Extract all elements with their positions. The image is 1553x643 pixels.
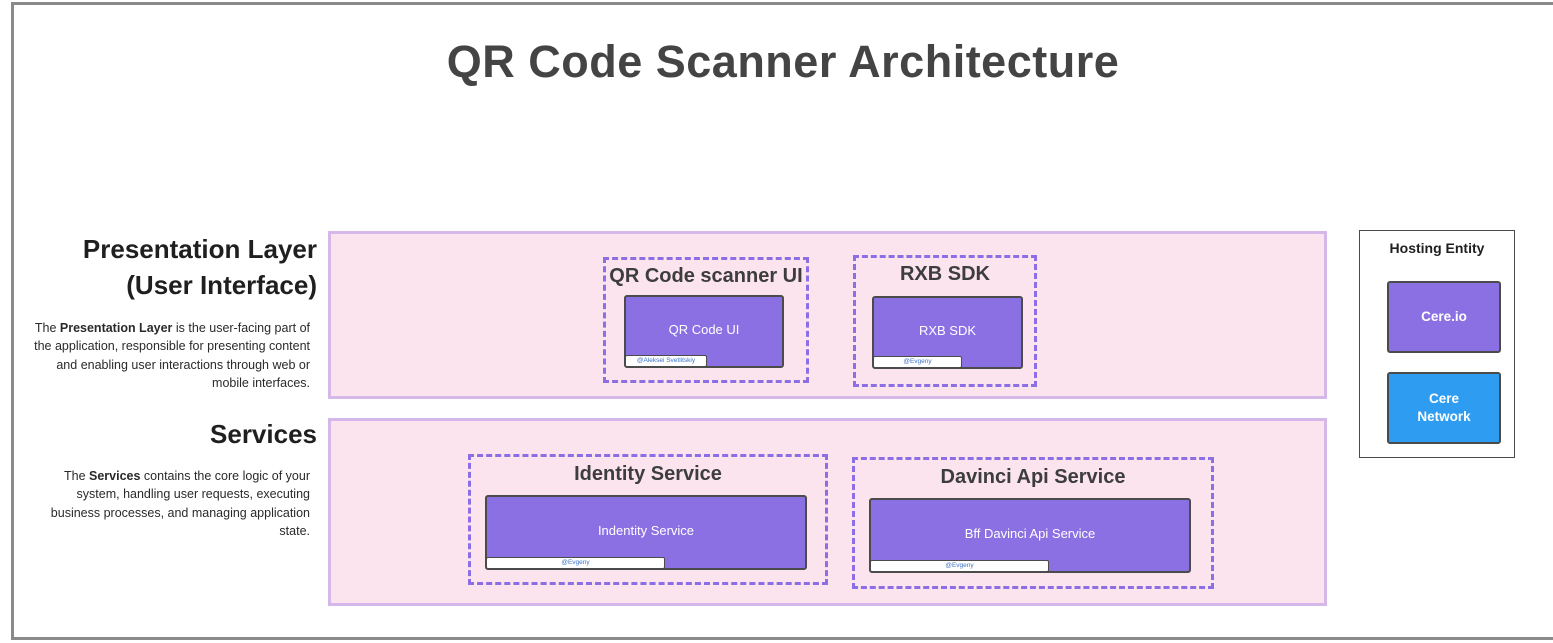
- hosting-entity-legend: Hosting Entity Cere.io Cere Network: [1359, 230, 1515, 458]
- owner-tag-identity-service: @Evgeny: [486, 557, 665, 569]
- diagram-title: QR Code Scanner Architecture: [446, 36, 1120, 87]
- component-label-qr-code-ui: QR Code UI: [668, 322, 740, 337]
- component-bff-davinci-api-service: Bff Davinci Api Service @Evgeny: [869, 498, 1191, 573]
- group-title-davinci-api-service: Davinci Api Service: [940, 466, 1126, 488]
- component-label-bff-davinci-api-service: Bff Davinci Api Service: [964, 526, 1096, 541]
- presentation-desc-pre: The: [34, 321, 60, 335]
- component-label-rxb-sdk: RXB SDK: [918, 323, 977, 338]
- group-qr-code-scanner-ui: QR Code scanner UI QR Code UI @Aleksei S…: [603, 257, 809, 383]
- owner-tag-rxb-sdk: @Evgeny: [873, 356, 962, 368]
- services-desc-pre: The: [64, 469, 90, 483]
- presentation-layer-band: QR Code scanner UI QR Code UI @Aleksei S…: [328, 231, 1327, 399]
- services-layer-description: The Services contains the core logic of …: [30, 467, 310, 540]
- presentation-desc-bold: Presentation Layer: [59, 321, 173, 335]
- diagram-frame: [11, 2, 1553, 640]
- services-desc-bold: Services: [89, 469, 141, 483]
- services-layer-band: Identity Service Indentity Service @Evge…: [328, 418, 1327, 606]
- presentation-layer-description: The Presentation Layer is the user-facin…: [28, 319, 310, 392]
- group-davinci-api-service: Davinci Api Service Bff Davinci Api Serv…: [852, 457, 1214, 589]
- presentation-heading-line1: Presentation Layer: [82, 234, 317, 264]
- presentation-heading-line2: (User Interface): [126, 270, 317, 300]
- presentation-layer-heading: Presentation Layer (User Interface): [83, 231, 317, 303]
- services-desc-post: contains the core logic of your system, …: [50, 469, 310, 538]
- component-label-identity-service: Indentity Service: [597, 523, 695, 538]
- services-layer-heading: Services: [210, 419, 317, 449]
- group-title-rxb-sdk: RXB SDK: [899, 263, 990, 285]
- group-rxb-sdk: RXB SDK RXB SDK @Evgeny: [853, 255, 1037, 387]
- component-qr-code-ui: QR Code UI @Aleksei Svetlitskiy: [624, 295, 784, 368]
- group-title-identity-service: Identity Service: [574, 463, 722, 485]
- legend-title: Hosting Entity: [1389, 240, 1485, 256]
- group-identity-service: Identity Service Indentity Service @Evge…: [468, 454, 828, 585]
- owner-tag-bff-davinci-api-service: @Evgeny: [870, 560, 1049, 572]
- owner-tag-qr-code-ui: @Aleksei Svetlitskiy: [625, 355, 707, 367]
- group-title-qr-code-scanner-ui: QR Code scanner UI: [609, 265, 803, 287]
- component-identity-service: Indentity Service @Evgeny: [485, 495, 807, 570]
- presentation-desc-post: is the user-facing part of the applicati…: [34, 321, 310, 390]
- legend-item-cere-network: Cere Network: [1387, 372, 1501, 444]
- legend-item-cere-io: Cere.io: [1387, 281, 1501, 353]
- component-rxb-sdk: RXB SDK @Evgeny: [872, 296, 1023, 369]
